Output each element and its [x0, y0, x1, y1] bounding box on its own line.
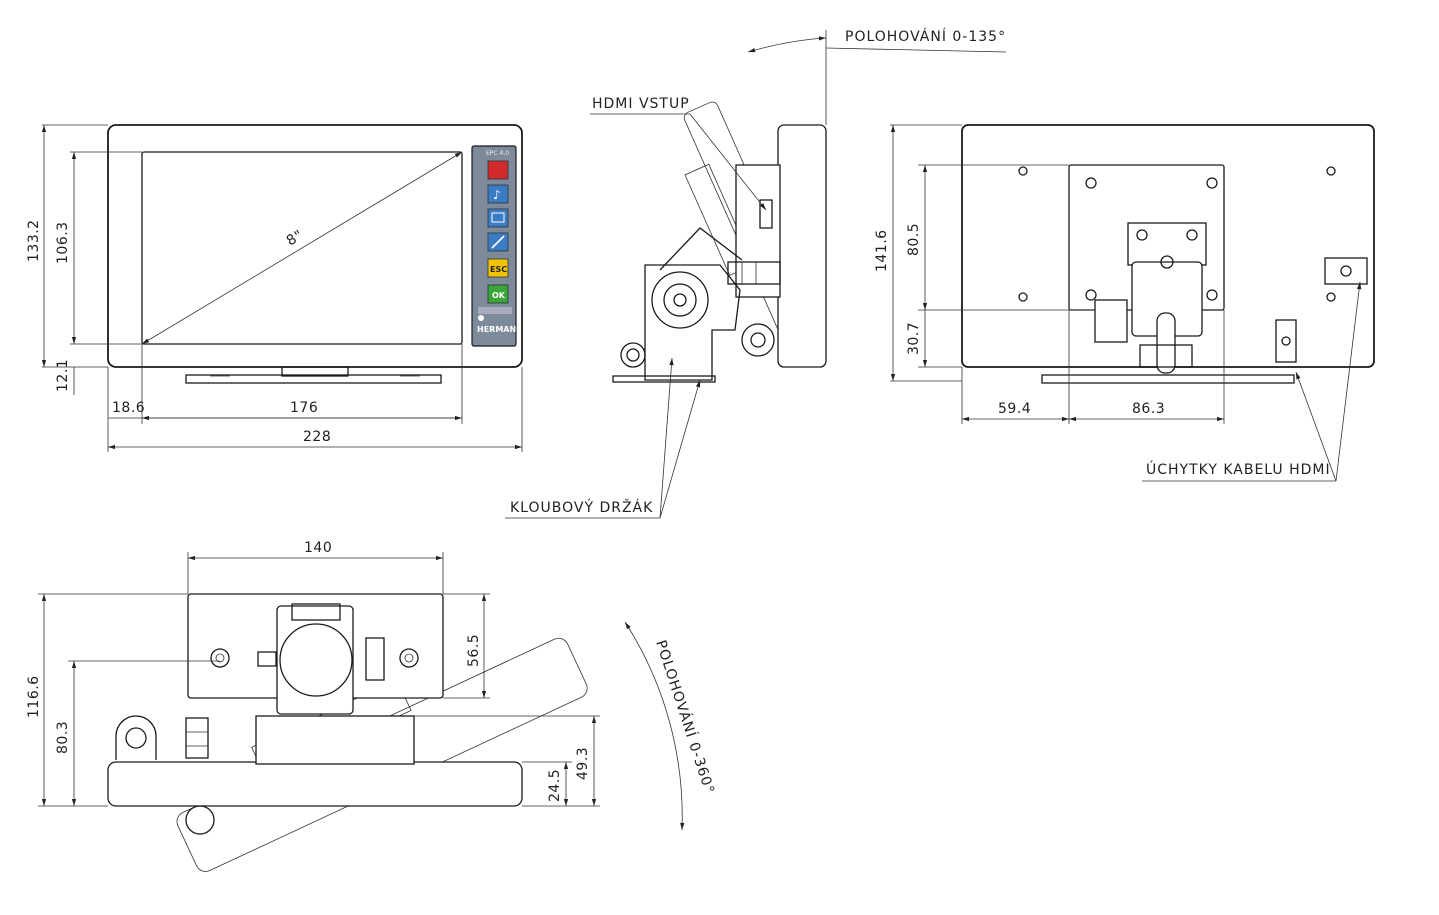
- screen-diagonal-label: 8": [284, 227, 306, 249]
- esc-key: [487, 258, 509, 278]
- label-positioning-rotation: POLOHOVÁNÍ 0-360°: [652, 638, 718, 796]
- label-hdmi-input: HDMI VSTUP: [592, 96, 690, 112]
- rear-view: 141.6 80.5 30.7 59.4 86.3 ÚCHYTKY KABELU…: [874, 124, 1375, 482]
- label-joint-holder: KLOUBOVÝ DRŽÁK: [510, 498, 653, 516]
- rear-width-mount: 86.3: [1132, 401, 1165, 417]
- side-view: POLOHOVÁNÍ 0-135° HDMI VSTUP KLOUBOVÝ DR…: [505, 28, 1007, 519]
- rear-height-mount: 80.5: [906, 223, 922, 256]
- rear-width-left: 59.4: [998, 401, 1031, 417]
- top-height-b: 24.5: [547, 769, 563, 802]
- music-key: [487, 184, 509, 204]
- top-width-plate: 140: [304, 540, 332, 556]
- top-view: POLOHOVÁNÍ 0-360° 140 116.6 80.3 56.5 49…: [26, 540, 718, 872]
- keypad-brand: HERMAN: [477, 325, 516, 334]
- rear-height-total: 141.6: [874, 229, 890, 272]
- front-height-bottom: 12.1: [55, 359, 71, 392]
- top-depth-mid: 80.3: [55, 721, 71, 754]
- ok-key: [487, 284, 509, 304]
- label-positioning-tilt: POLOHOVÁNÍ 0-135°: [845, 28, 1006, 45]
- keypad: EPC 4.0 ♪ ESC OK HERMAN: [471, 145, 517, 347]
- esc-key-label: ESC: [490, 265, 507, 274]
- top-depth-plate: 56.5: [466, 634, 482, 667]
- front-height-screen: 106.3: [55, 221, 71, 264]
- bus-key: [487, 208, 509, 228]
- music-key-icon: ♪: [493, 188, 501, 202]
- front-view: 8" EPC 4.0 ♪ ESC OK HERMAN: [26, 124, 523, 452]
- front-height-total: 133.2: [26, 219, 42, 262]
- label-hdmi-cable-clips: ÚCHYTKY KABELU HDMI: [1146, 460, 1331, 478]
- top-height-a: 49.3: [575, 747, 591, 780]
- front-width-screen: 176: [290, 400, 318, 416]
- red-key: [487, 160, 509, 180]
- keypad-top-label: EPC 4.0: [486, 150, 509, 157]
- front-width-left: 18.6: [112, 400, 145, 416]
- rear-height-bottom: 30.7: [906, 322, 922, 355]
- front-width-total: 228: [303, 429, 331, 445]
- top-depth-total: 116.6: [26, 675, 42, 718]
- ok-key-label: OK: [492, 291, 506, 300]
